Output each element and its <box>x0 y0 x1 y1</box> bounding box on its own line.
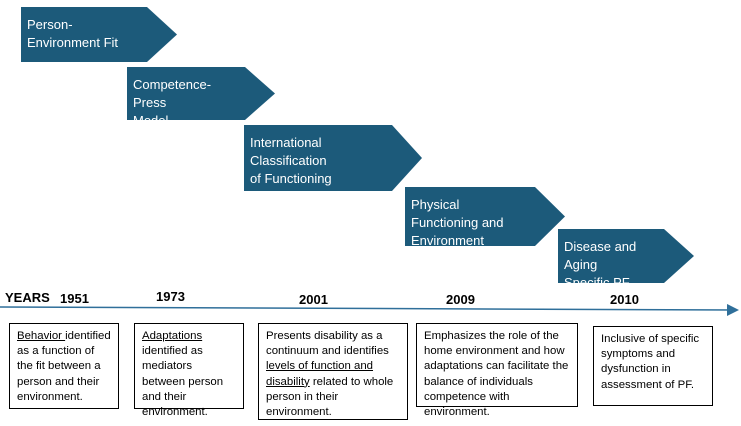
chevron-line: International Classification <box>250 135 327 168</box>
chevron-line: Disease and Aging <box>564 239 637 272</box>
year-2010: 2010 <box>610 292 639 307</box>
description-text: identified as mediators between person a… <box>142 345 224 419</box>
description-box-2009: Emphasizes the role of the home environm… <box>416 323 578 418</box>
underlined-term: Behavior <box>17 330 66 342</box>
description-text: Presents disability as a continuum and i… <box>266 330 389 358</box>
chevron-line: of Functioning <box>250 171 332 186</box>
year-2001: 2001 <box>299 292 328 307</box>
chevron-international-classification: International Classification of Function… <box>244 125 422 191</box>
description-text: Inclusive of specific symptoms and dysfu… <box>601 333 700 391</box>
chevron-line: Competence-Press <box>133 77 212 110</box>
year-2009: 2009 <box>446 292 475 307</box>
description-text: Emphasizes the role of the home environm… <box>424 330 569 419</box>
description-box-1973: Adaptations identified as mediators betw… <box>134 323 244 418</box>
years-label: YEARS <box>5 290 50 305</box>
chevron-line: Physical Functioning and <box>411 197 504 230</box>
underlined-term: Adaptations <box>142 330 203 342</box>
description-text: identified as a function of the fit betw… <box>17 330 111 403</box>
underlined-term: levels of function and disability <box>266 360 374 388</box>
chevron-line: Environment Fit <box>27 35 119 50</box>
year-1951: 1951 <box>60 291 89 306</box>
description-box-2010: Inclusive of specific symptoms and dysfu… <box>593 326 713 406</box>
description-box-2001: Presents disability as a continuum and i… <box>258 323 408 420</box>
description-text: related to whole person in their environ… <box>266 375 394 419</box>
timeline-line <box>0 303 739 316</box>
chevron-physical-functioning: Physical Functioning and Environment <box>405 187 565 246</box>
chevron-line: Person- <box>27 17 73 32</box>
chevron-line: Environment <box>411 233 484 248</box>
year-1973: 1973 <box>156 289 185 304</box>
description-box-1951: Behavior identified as a function of the… <box>9 323 119 409</box>
chevron-person-environment-fit: Person- Environment Fit <box>21 7 177 62</box>
